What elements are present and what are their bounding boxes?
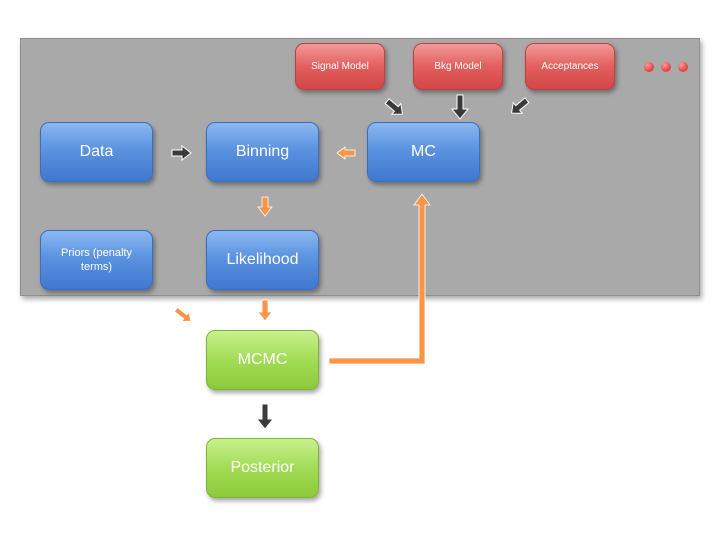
node-data: Data xyxy=(40,122,153,182)
node-mc: MC xyxy=(367,122,480,182)
arrow-mc-to-binning xyxy=(336,146,356,160)
node-signal-model: Signal Model xyxy=(295,43,385,90)
node-binning: Binning xyxy=(206,122,319,182)
node-mcmc: MCMC xyxy=(206,330,319,390)
node-acceptances: Acceptances xyxy=(525,43,615,90)
arrow-mcmc-to-mc xyxy=(328,193,431,365)
arrow-bkg-to-mc xyxy=(450,94,470,120)
node-priors: Priors (penalty terms) xyxy=(40,230,153,290)
node-posterior: Posterior xyxy=(206,438,319,498)
arrow-priors-to-mcmc xyxy=(173,306,192,323)
node-bkg-model: Bkg Model xyxy=(413,43,503,90)
arrow-data-to-binning xyxy=(171,144,192,162)
arrow-likelihood-to-mcmc xyxy=(257,299,273,322)
arrow-mcmc-to-posterior xyxy=(255,403,275,430)
node-likelihood: Likelihood xyxy=(206,230,319,290)
arrow-acceptances-to-mc xyxy=(510,97,530,114)
arrow-binning-to-likelihood xyxy=(257,196,273,217)
arrow-signal-to-mc xyxy=(384,98,404,115)
